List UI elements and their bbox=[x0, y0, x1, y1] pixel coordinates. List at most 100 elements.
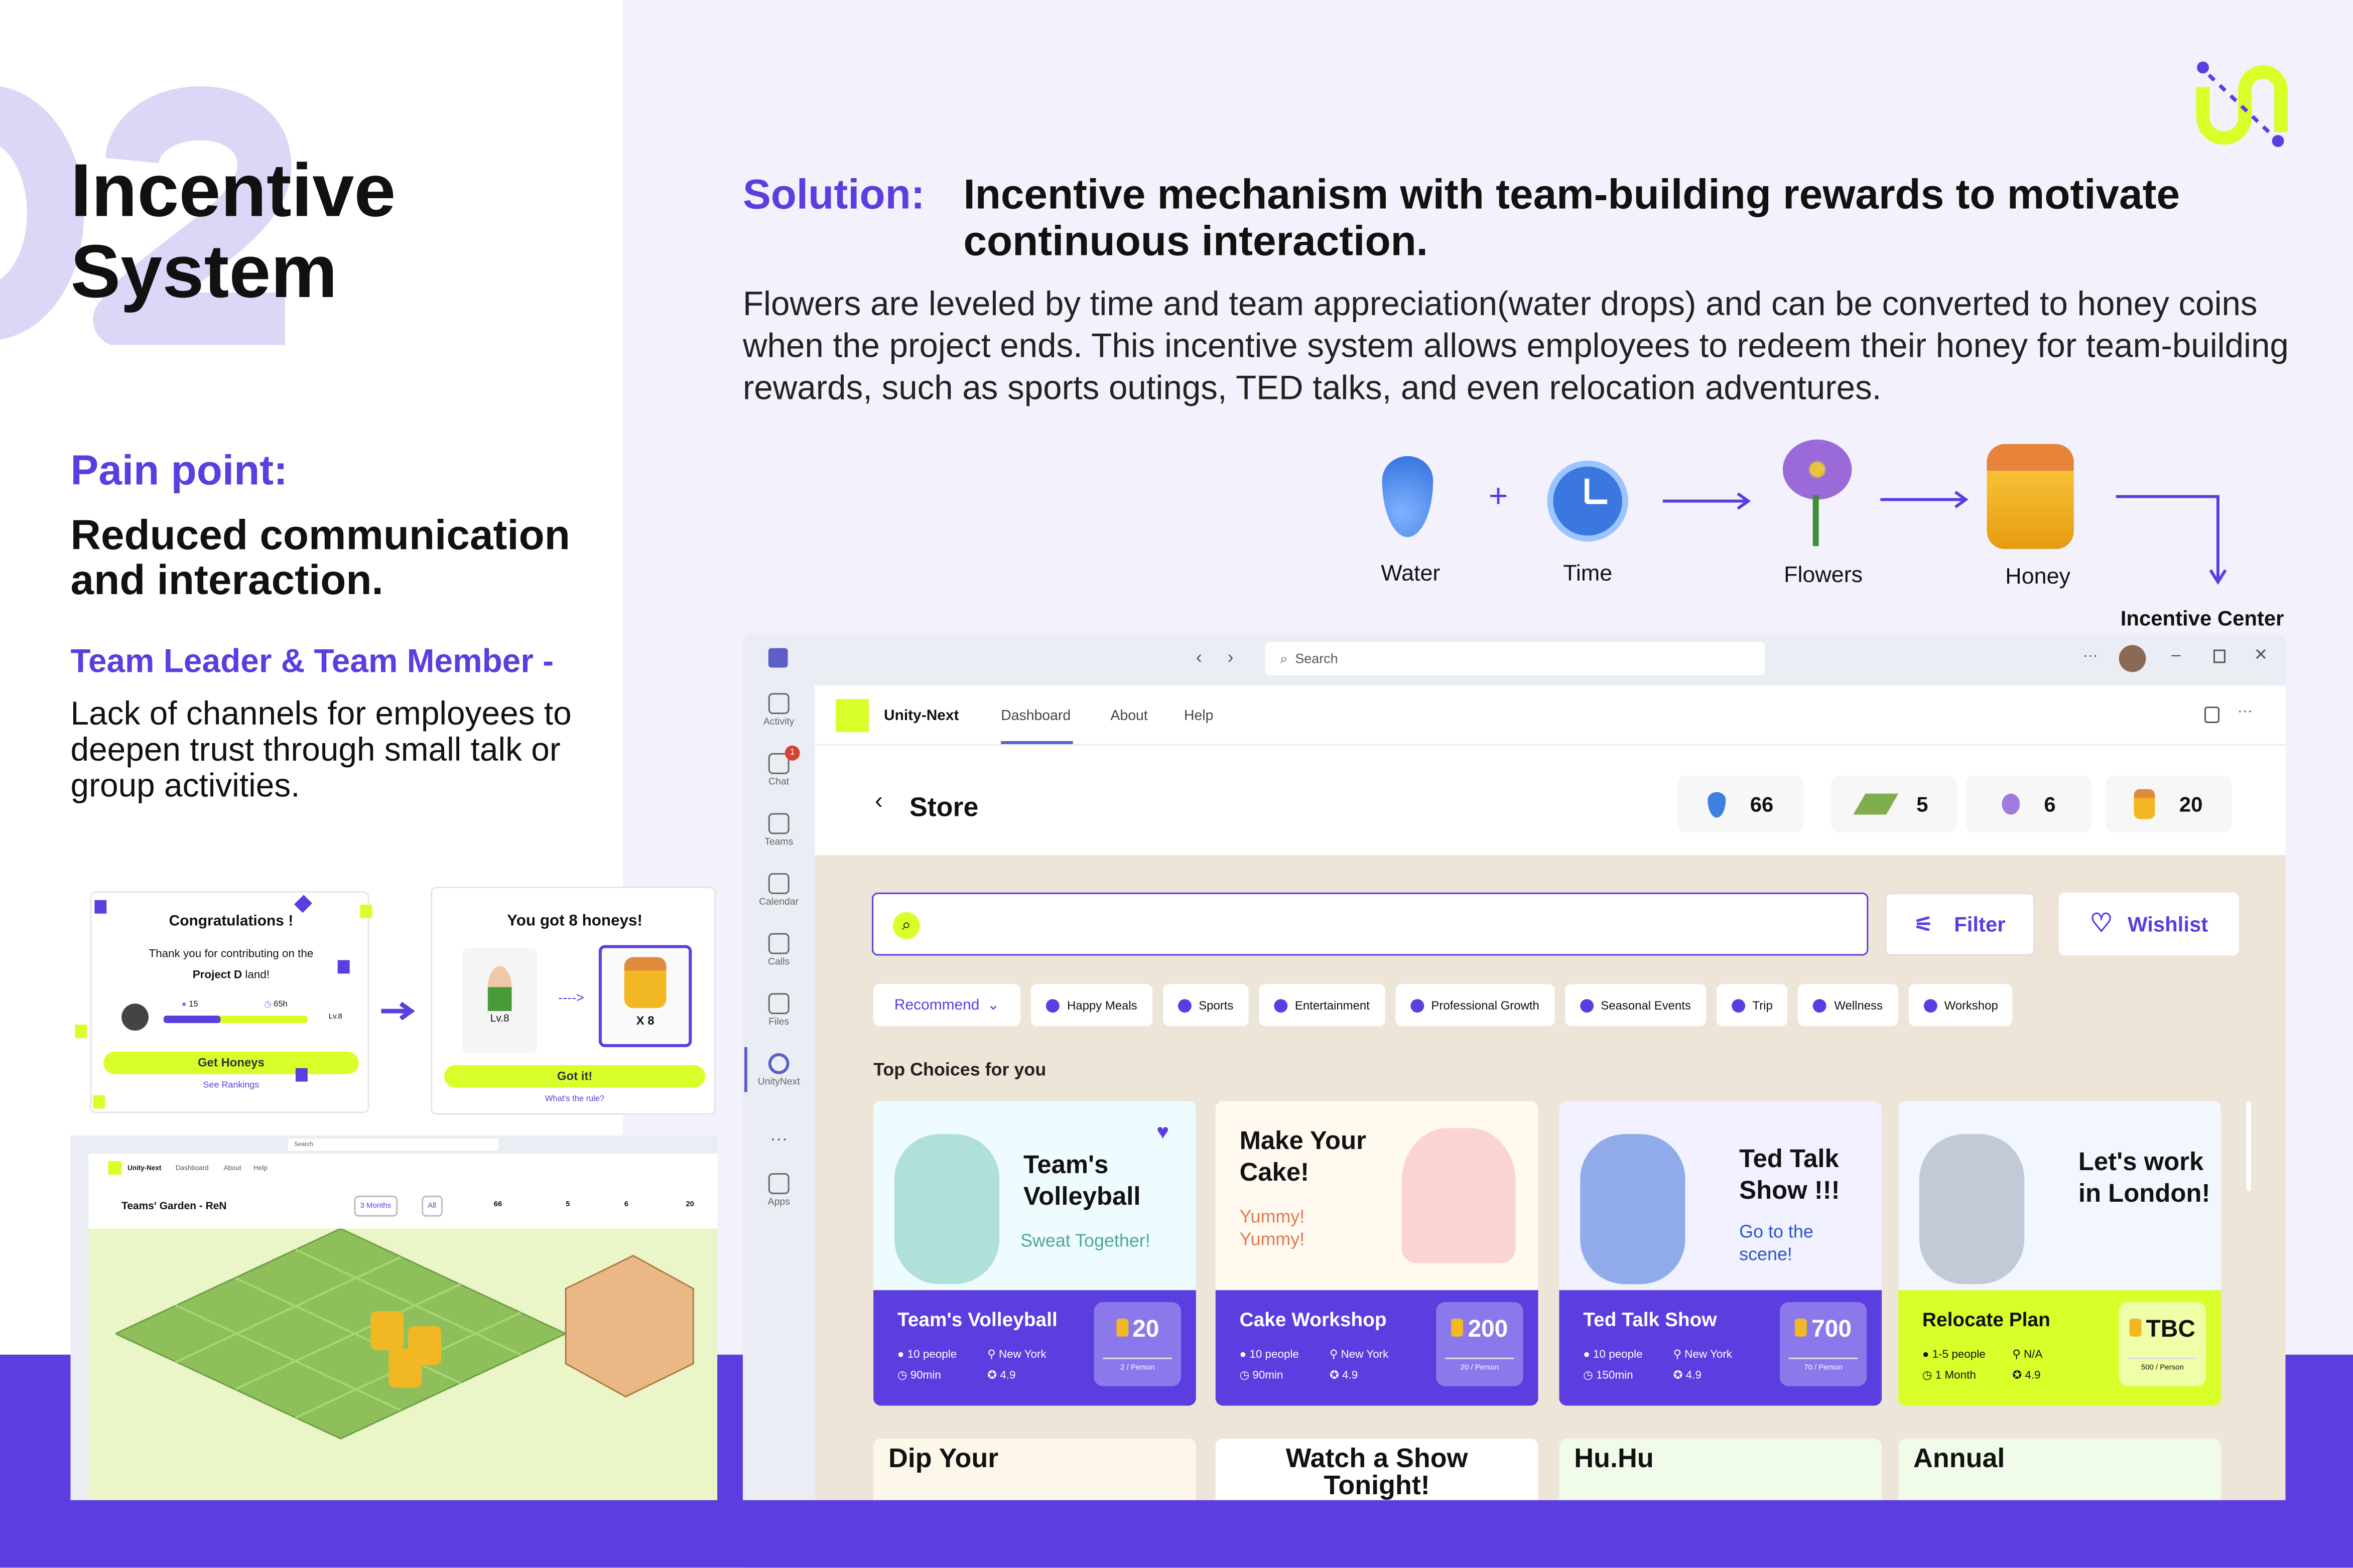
tab-about[interactable]: About bbox=[1110, 708, 1148, 725]
product-card[interactable]: Make Your Cake! Yummy! Yummy! Cake Works… bbox=[1215, 1101, 1538, 1406]
product-card[interactable]: Ted Talk Show !!! Go to the scene! Ted T… bbox=[1559, 1101, 1882, 1406]
category-icon bbox=[1046, 998, 1060, 1012]
rail-item-teams[interactable]: Teams bbox=[743, 813, 815, 847]
maximize-icon[interactable] bbox=[2213, 649, 2226, 663]
solution-heading: Incentive mechanism with team-building r… bbox=[963, 171, 2180, 264]
card-people: ● 10 people bbox=[1583, 1347, 1643, 1361]
rail-item-apps[interactable]: Apps bbox=[743, 1173, 815, 1208]
card-title: Relocate Plan bbox=[1922, 1308, 2050, 1331]
section-number-watermark bbox=[0, 86, 292, 345]
range-dropdown[interactable]: 3 Months bbox=[354, 1195, 398, 1217]
teams-logo-icon bbox=[768, 648, 788, 668]
got-it-button[interactable]: Got it! bbox=[444, 1065, 706, 1088]
confetti bbox=[337, 960, 350, 974]
category-label: Professional Growth bbox=[1431, 998, 1539, 1012]
isometric-garden bbox=[115, 1228, 694, 1440]
more-icon[interactable]: ··· bbox=[2082, 648, 2098, 665]
tab-dashboard[interactable]: Dashboard bbox=[1001, 708, 1071, 725]
more-icon[interactable]: ··· bbox=[2237, 703, 2253, 721]
garden-tab[interactable]: Dashboard bbox=[175, 1164, 209, 1172]
popout-icon[interactable] bbox=[2204, 706, 2219, 724]
card-location: ⚲ New York bbox=[1329, 1347, 1389, 1361]
price-amount: TBC bbox=[2146, 1317, 2195, 1343]
flow-label-water: Water bbox=[1381, 561, 1441, 587]
garden-stat: 66 bbox=[493, 1200, 502, 1209]
rail-item-files[interactable]: Files bbox=[743, 993, 815, 1028]
flower-stem bbox=[1812, 495, 1819, 546]
sliders-icon: ⚟ bbox=[1914, 911, 1933, 936]
rail-item-calls[interactable]: Calls bbox=[743, 933, 815, 968]
category-chip[interactable]: Trip bbox=[1716, 984, 1788, 1027]
water-stat-value: 66 bbox=[1750, 792, 1774, 816]
category-chip[interactable]: Wellness bbox=[1798, 984, 1898, 1027]
wishlist-heart-icon[interactable]: ♥ bbox=[1156, 1119, 1169, 1144]
honey-reward-card: You got 8 honeys! Lv.8 ----> X 8 Got it!… bbox=[431, 886, 716, 1115]
user-avatar[interactable] bbox=[2119, 645, 2146, 672]
category-icon bbox=[1731, 998, 1745, 1012]
scrollbar[interactable] bbox=[2246, 1101, 2251, 1191]
water-drop-icon bbox=[1708, 791, 1726, 817]
honey-stat-value: 20 bbox=[2179, 792, 2203, 816]
garden-tab[interactable]: About bbox=[223, 1164, 241, 1172]
forward-icon[interactable]: › bbox=[1227, 646, 1234, 668]
card-rating: ✪ 4.9 bbox=[1673, 1368, 1702, 1382]
global-search[interactable]: ⌕Search bbox=[1265, 642, 1765, 675]
apps-icon bbox=[768, 1173, 790, 1194]
close-icon[interactable]: ✕ bbox=[2254, 646, 2268, 665]
rule-link[interactable]: What's the rule? bbox=[545, 1095, 605, 1104]
app-tab-bar: Unity-Next Dashboard About Help ··· bbox=[815, 685, 2286, 746]
back-icon[interactable]: ‹ bbox=[1196, 646, 1202, 668]
audience-text: Lack of channels for employees to deepen… bbox=[70, 694, 572, 804]
card-tagline: Go to the scene! bbox=[1739, 1221, 1813, 1265]
flow-label-time: Time bbox=[1563, 561, 1613, 587]
water-drop-icon bbox=[1382, 456, 1433, 537]
card-location: ⚲ New York bbox=[987, 1347, 1047, 1361]
rail-label: Calls bbox=[768, 957, 790, 968]
store-search-input[interactable]: ⌕ bbox=[872, 892, 1869, 956]
garden-search[interactable]: Search bbox=[288, 1138, 498, 1151]
confetti bbox=[360, 904, 372, 918]
more-apps-icon[interactable]: ··· bbox=[769, 1128, 788, 1150]
confetti bbox=[94, 900, 107, 914]
price-badge: TBC 500 / Person bbox=[2119, 1302, 2206, 1386]
honey-amount: X 8 bbox=[636, 1014, 655, 1028]
category-icon bbox=[1923, 998, 1937, 1012]
tab-help[interactable]: Help bbox=[1184, 708, 1214, 725]
wishlist-button[interactable]: ♡Wishlist bbox=[2059, 892, 2239, 956]
land-stat-value: 5 bbox=[1916, 792, 1928, 816]
rating-value: 4.9 bbox=[2025, 1368, 2041, 1382]
category-chip[interactable]: Entertainment bbox=[1259, 984, 1385, 1027]
category-chip[interactable]: Happy Meals bbox=[1031, 984, 1152, 1027]
product-card[interactable]: Let's work in London! Relocate Plan ● 1-… bbox=[1898, 1101, 2221, 1406]
category-chip[interactable]: Recommend⌄ bbox=[873, 984, 1021, 1027]
category-chip[interactable]: Professional Growth bbox=[1395, 984, 1554, 1027]
rail-item-calendar[interactable]: Calendar bbox=[743, 873, 815, 908]
category-icon bbox=[1274, 998, 1287, 1012]
minimize-icon[interactable]: – bbox=[2171, 646, 2181, 665]
plus-sign: + bbox=[1488, 477, 1508, 515]
back-chevron-icon[interactable]: ‹ bbox=[875, 789, 883, 815]
dashed-arrow-icon: ----> bbox=[558, 990, 584, 1006]
card-headline: Team's Volleyball bbox=[1023, 1151, 1141, 1211]
filter-dropdown[interactable]: All bbox=[422, 1195, 442, 1217]
product-card[interactable]: Team's Volleyball Sweat Together! ♥ Team… bbox=[873, 1101, 1196, 1406]
level-label: Lv.8 bbox=[328, 1013, 342, 1022]
people-value: 1-5 people bbox=[1932, 1347, 1986, 1361]
garden-stat: 20 bbox=[686, 1200, 694, 1209]
category-chip[interactable]: Seasonal Events bbox=[1564, 984, 1706, 1027]
see-rankings-link[interactable]: See Rankings bbox=[203, 1081, 259, 1091]
garden-tab[interactable]: Help bbox=[253, 1164, 268, 1172]
per-person-price: 500 / Person bbox=[2128, 1357, 2197, 1373]
rail-item-unitynext[interactable]: UnityNext bbox=[743, 1047, 815, 1092]
get-honeys-button[interactable]: Get Honeys bbox=[103, 1051, 359, 1074]
category-chip[interactable]: Workshop bbox=[1908, 984, 2013, 1027]
rail-item-activity[interactable]: Activity bbox=[743, 693, 815, 728]
section-title: Incentive System bbox=[71, 150, 396, 312]
card-location: ⚲ New York bbox=[1673, 1347, 1733, 1361]
category-chip[interactable]: Sports bbox=[1162, 984, 1249, 1027]
people-value: 10 people bbox=[1593, 1347, 1643, 1361]
incentive-center-label: Incentive Center bbox=[2120, 606, 2284, 630]
filter-button[interactable]: ⚟Filter bbox=[1885, 892, 2035, 956]
card-illustration bbox=[894, 1134, 1000, 1285]
